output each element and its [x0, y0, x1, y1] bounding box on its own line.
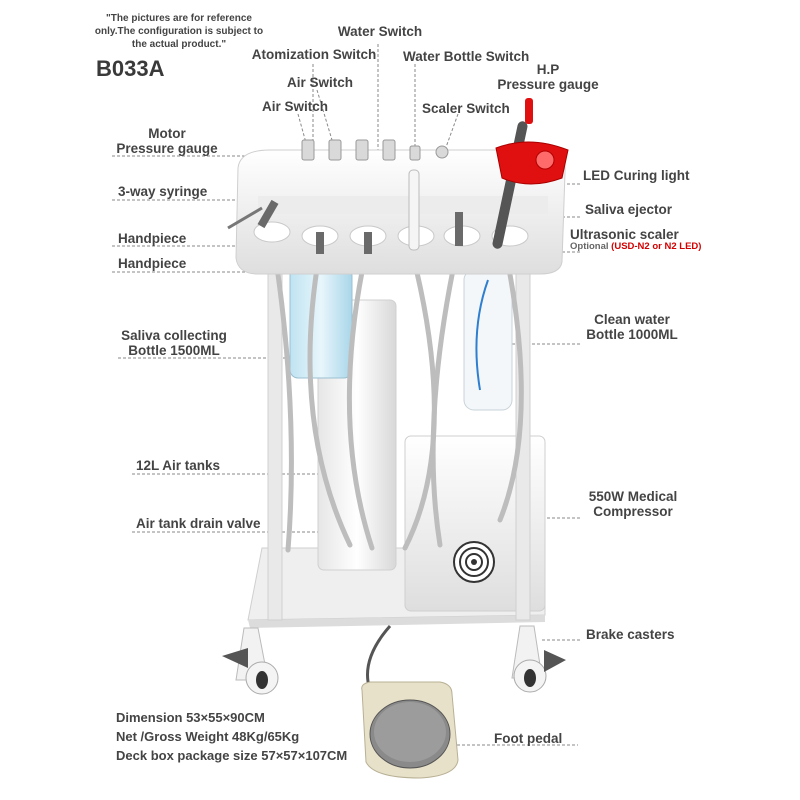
- label-handpiece-1: Handpiece: [118, 231, 187, 246]
- label-optional-scaler: Optional (USD-N2 or N2 LED): [570, 241, 701, 252]
- label-motor-pressure-gauge: Motor Pressure gauge: [112, 126, 222, 156]
- label-atomization-switch: Atomization Switch: [251, 47, 377, 62]
- label-12l-air-tanks: 12L Air tanks: [136, 458, 221, 473]
- label-bottle-1500ml: Bottle 1500ML: [128, 343, 220, 358]
- label-saliva-collecting: Saliva collecting: [121, 328, 227, 343]
- label-water-bottle-switch: Water Bottle Switch: [403, 49, 530, 64]
- label-550w-medical: 550W Medical: [588, 489, 678, 504]
- label-foot-pedal: Foot pedal: [494, 731, 563, 746]
- spec-package-size: Deck box package size 57×57×107CM: [116, 748, 348, 763]
- label-hp-pressure-gauge: H.P Pressure gauge: [496, 62, 600, 92]
- label-saliva-collecting-bottle: Saliva collecting Bottle 1500ML: [112, 328, 236, 358]
- label-motor-gauge: Pressure gauge: [116, 141, 218, 156]
- label-air-switch-2: Air Switch: [261, 99, 328, 114]
- spec-weight: Net /Gross Weight 48Kg/65Kg: [116, 729, 300, 744]
- model-number: B033A: [96, 56, 165, 81]
- label-motor: Motor: [148, 126, 186, 141]
- label-air-switch-1: Air Switch: [286, 75, 353, 90]
- label-saliva-ejector: Saliva ejector: [585, 202, 673, 217]
- label-3-way-syringe: 3-way syringe: [118, 184, 208, 199]
- leader-lines: [112, 44, 580, 746]
- disclaimer-note: "The pictures are for reference only.The…: [94, 13, 264, 50]
- label-clean-water-bottle: Clean water Bottle 1000ML: [578, 312, 686, 342]
- optional-value: (USD-N2 or N2 LED): [611, 241, 702, 252]
- label-compressor: Compressor: [593, 504, 673, 519]
- label-water-switch: Water Switch: [337, 24, 423, 39]
- label-air-tank-drain-valve: Air tank drain valve: [136, 516, 261, 531]
- label-hp-gauge: Pressure gauge: [497, 77, 599, 92]
- optional-prefix: Optional: [570, 241, 609, 252]
- label-led-curing-light: LED Curing light: [583, 168, 690, 183]
- label-bottle-1000ml: Bottle 1000ML: [586, 327, 678, 342]
- label-ultrasonic-scaler: Ultrasonic scaler: [570, 227, 679, 242]
- label-brake-casters: Brake casters: [586, 627, 675, 642]
- spec-dimension: Dimension 53×55×90CM: [116, 710, 265, 725]
- label-hp: H.P: [536, 62, 560, 77]
- label-handpiece-2: Handpiece: [118, 256, 187, 271]
- label-clean-water: Clean water: [594, 312, 670, 327]
- label-medical-compressor: 550W Medical Compressor: [580, 489, 686, 519]
- foot-pedal-graphic: [361, 681, 459, 779]
- label-scaler-switch: Scaler Switch: [422, 101, 510, 116]
